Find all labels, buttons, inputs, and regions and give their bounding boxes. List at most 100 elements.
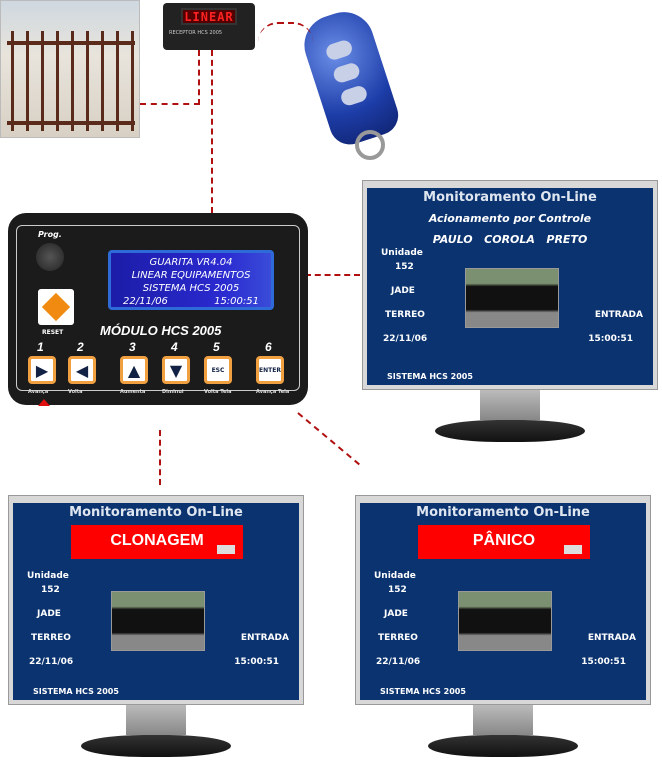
key-number: 3: [129, 340, 136, 354]
key-button-6[interactable]: ENTER: [256, 356, 284, 384]
module-title: MÓDULO HCS 2005: [100, 323, 222, 338]
monitor-2: Monitoramento On-Line CLONAGEM Unidade 1…: [8, 495, 304, 757]
monitor-screen: Monitoramento On-Line Acionamento por Co…: [367, 188, 653, 385]
reset-label: RESET: [42, 329, 64, 336]
hcs-module: Prog. RESET GUARITA VR4.04 LINEAR EQUIPA…: [8, 213, 308, 406]
monitor-1: Monitoramento On-Line Acionamento por Co…: [362, 180, 658, 442]
alert-text: PÂNICO: [472, 532, 536, 549]
screen-person: PAULO COROLA PRETO: [432, 233, 588, 246]
monitor-base: [428, 735, 578, 757]
floor-value: TERREO: [31, 633, 71, 643]
monitor-stand: [126, 705, 186, 735]
key-glyph: ◀: [75, 360, 89, 380]
direction-value: ENTRADA: [594, 310, 643, 320]
floor-value: TERREO: [378, 633, 418, 643]
lcd-line: LINEAR EQUIPAMENTOS: [131, 270, 251, 281]
key-button-4[interactable]: ▼: [162, 356, 190, 384]
lcd-date: 22/11/06: [123, 296, 168, 307]
prog-key-switch[interactable]: [36, 243, 64, 271]
reset-button[interactable]: [38, 289, 74, 325]
alert-banner: CLONAGEM: [71, 525, 243, 559]
screen-subtitle: Acionamento por Controle: [428, 212, 592, 225]
lcd-line: GUARITA VR4.04: [149, 257, 233, 268]
connector-module-monitor3: [297, 412, 360, 466]
direction-value: ENTRADA: [240, 633, 289, 643]
unit-value: 152: [395, 262, 414, 272]
connector-module-monitor2: [159, 430, 161, 485]
key-number: 1: [37, 340, 44, 354]
unit-value: 152: [388, 585, 407, 595]
monitor-screen: Monitoramento On-Line PÂNICO Unidade 152…: [360, 503, 646, 700]
key-number: 2: [77, 340, 84, 354]
lcd-display: GUARITA VR4.04 LINEAR EQUIPAMENTOS SISTE…: [108, 250, 274, 310]
connector-module-monitor1: [305, 274, 360, 276]
key-caption: Volta Tela: [204, 389, 232, 395]
vehicle-photo: [458, 591, 552, 651]
key-caption: Avança Tela: [256, 389, 290, 395]
monitor-stand: [480, 390, 540, 420]
monitor-stand: [473, 705, 533, 735]
key-caption: Aumenta: [120, 389, 146, 395]
gate-photo: [0, 0, 140, 138]
screen-footer: SISTEMA HCS 2005: [387, 372, 473, 381]
time-value: 15:00:51: [234, 657, 279, 667]
lcd-time: 15:00:51: [214, 296, 259, 307]
key-caption: Diminui: [162, 389, 184, 395]
warning-icon: [41, 292, 71, 322]
alert-text: CLONAGEM: [110, 532, 204, 549]
monitor-base: [435, 420, 585, 442]
monitor-screen: Monitoramento On-Line CLONAGEM Unidade 1…: [13, 503, 299, 700]
key-number: 6: [265, 340, 272, 354]
dismiss-button[interactable]: [217, 545, 235, 554]
key-glyph: ▼: [169, 360, 183, 380]
remote-control: [296, 4, 404, 150]
screen-title: Monitoramento On-Line: [69, 505, 243, 520]
receiver-display: LINEAR: [181, 8, 237, 25]
date-value: 22/11/06: [29, 657, 74, 667]
key-button-3[interactable]: ▲: [120, 356, 148, 384]
dismiss-button[interactable]: [564, 545, 582, 554]
vehicle-photo: [111, 591, 205, 651]
key-caption: Avança: [28, 389, 49, 395]
power-indicator: [38, 399, 50, 406]
alert-banner: PÂNICO: [418, 525, 590, 559]
connector-remote-receiver: [258, 22, 313, 42]
key-button-2[interactable]: ◀: [68, 356, 96, 384]
screen-title: Monitoramento On-Line: [416, 505, 590, 520]
key-glyph: ▲: [127, 360, 141, 380]
key-glyph: ENTER: [259, 366, 281, 374]
receiver-label: RECEPTOR HCS 2005: [169, 30, 223, 36]
unit-value: 152: [41, 585, 60, 595]
time-value: 15:00:51: [581, 657, 626, 667]
date-value: 22/11/06: [383, 334, 428, 344]
direction-value: ENTRADA: [587, 633, 636, 643]
key-glyph: ESC: [211, 366, 225, 374]
connector-gate-receiver: [140, 103, 200, 105]
date-value: 22/11/06: [376, 657, 421, 667]
lcd-line: SISTEMA HCS 2005: [142, 283, 240, 294]
key-button-5[interactable]: ESC: [204, 356, 232, 384]
screen-title: Monitoramento On-Line: [423, 190, 597, 205]
key-caption: Volta: [68, 389, 83, 395]
key-number: 4: [171, 340, 178, 354]
screen-footer: SISTEMA HCS 2005: [33, 687, 119, 696]
key-button-1[interactable]: ▶: [28, 356, 56, 384]
floor-value: TERREO: [385, 310, 425, 320]
block-value: JADE: [37, 609, 61, 619]
prog-label: Prog.: [38, 230, 62, 239]
unit-label: Unidade: [374, 571, 416, 581]
block-value: JADE: [391, 286, 415, 296]
key-ring: [355, 130, 385, 160]
unit-label: Unidade: [27, 571, 69, 581]
key-number: 5: [213, 340, 220, 354]
connector-receiver-module: [211, 50, 213, 213]
monitor-base: [81, 735, 231, 757]
key-glyph: ▶: [35, 360, 49, 380]
time-value: 15:00:51: [588, 334, 633, 344]
connector-receiver-down: [198, 50, 200, 105]
vehicle-photo: [465, 268, 559, 328]
block-value: JADE: [384, 609, 408, 619]
screen-footer: SISTEMA HCS 2005: [380, 687, 466, 696]
monitor-3: Monitoramento On-Line PÂNICO Unidade 152…: [355, 495, 651, 757]
receiver-device: LINEAR RECEPTOR HCS 2005: [163, 3, 255, 50]
